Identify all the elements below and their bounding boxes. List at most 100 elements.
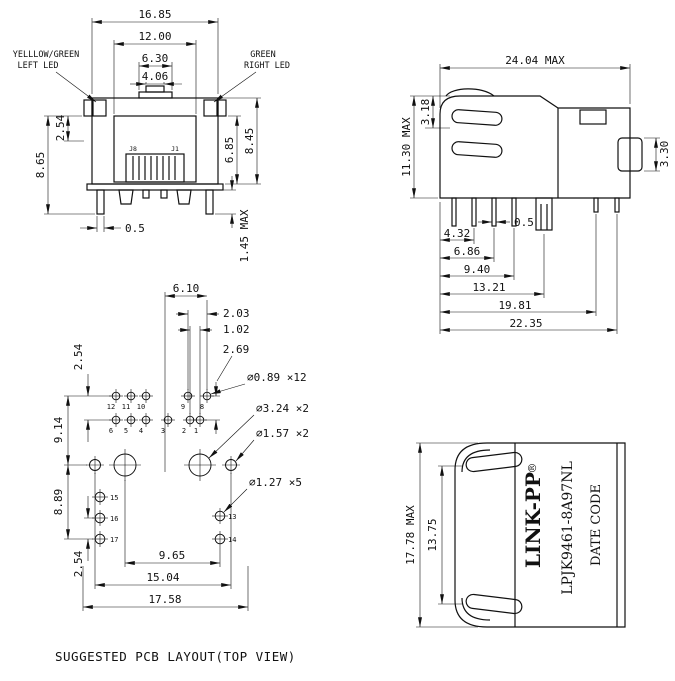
dim-text-row-gap: 2.69 <box>223 343 250 356</box>
dim-text-side-height: 11.30 MAX <box>400 117 413 177</box>
dim-text-shield-to-led: 8.89 <box>52 489 65 516</box>
pin-label: 1 <box>194 427 198 435</box>
dim-6-10: 6.10 <box>164 282 208 390</box>
shell-finger-1 <box>451 109 503 126</box>
dim-13-75: 13.75 <box>426 465 462 605</box>
right-post <box>176 189 192 205</box>
pin-number-labels-row1: 12 11 10 9 8 <box>107 403 204 411</box>
dim-text-pin-a: 4.32 <box>444 227 471 240</box>
hole-callouts: ∅0.89 ×12 ∅3.24 ×2 ∅1.57 ×2 ∅1.27 ×5 <box>208 371 309 513</box>
dim-text-leg-length: 1.45 MAX <box>238 209 251 262</box>
dim-text-stagger-a: 2.03 <box>223 307 250 320</box>
rear-view: LINK-PP ® LPJK9461-8A97NL DATE CODE 17.7… <box>404 442 626 628</box>
pin-label: 13 <box>228 513 236 521</box>
registered-mark: ® <box>526 463 539 474</box>
pin-label: 8 <box>200 403 204 411</box>
board-lock-post <box>535 197 553 231</box>
latch-outer <box>138 91 173 99</box>
dim-text-center-to-pin: 6.10 <box>173 282 200 295</box>
dim-8-45: 8.45 <box>220 97 261 185</box>
dim-2-69: 2.69 <box>205 343 249 434</box>
side-view: 24.04 MAX 11.30 MAX 3.18 3.30 0.5 4.32 <box>400 54 671 334</box>
pin-j1-label: J1 <box>171 145 179 153</box>
pcb-left-dims: 2.54 9.14 8.89 2.54 <box>52 343 111 577</box>
dim-text-rear-height: 17.78 MAX <box>404 505 417 565</box>
dim-text-latch-outer: 6.30 <box>142 52 169 65</box>
dim-1-02: 1.02 <box>178 323 250 414</box>
dim-text-led-offset: 2.54 <box>54 114 67 141</box>
dim-text-led-pitch: 2.54 <box>72 550 85 577</box>
dim-text-rear-inner-height: 13.75 <box>426 518 439 551</box>
contact-pins <box>132 156 176 180</box>
rear-view-body: LINK-PP ® LPJK9461-8A97NL DATE CODE <box>454 442 626 628</box>
right-led-label-line2: RIGHT LED <box>244 61 290 71</box>
pin-j8-label: J8 <box>129 145 137 153</box>
dim-text-pin-b: 6.86 <box>454 245 481 258</box>
pin-label: 15 <box>110 494 118 502</box>
dim-16-85: 16.85 <box>91 8 219 94</box>
date-code-text: DATE CODE <box>589 484 604 566</box>
side-latch <box>617 137 643 172</box>
led-holes: 15 16 17 13 14 <box>91 488 236 548</box>
mount-holes <box>85 448 241 482</box>
pin-number-labels-row2: 6 5 4 3 2 1 <box>109 427 198 435</box>
dim-text-pin-d: 13.21 <box>472 281 505 294</box>
led-labels: YELLLOW/GREEN LEFT LED GREEN RIGHT LED <box>13 50 290 103</box>
callout-shield-holes: ∅3.24 ×2 <box>256 402 309 415</box>
side-bottom-dims: 4.32 6.86 9.40 13.21 19.81 22.35 <box>439 202 618 334</box>
pin-label: 4 <box>139 427 143 435</box>
dim-6-30: 6.30 <box>138 52 173 90</box>
shell-finger-top <box>465 451 523 473</box>
left-led-window <box>92 99 107 117</box>
right-led-window <box>203 99 218 117</box>
pcb-layout-caption: SUGGESTED PCB LAYOUT(TOP VIEW) <box>55 649 296 664</box>
dim-4-06: 4.06 <box>130 70 182 86</box>
pin-label: 17 <box>110 536 118 544</box>
pin-label: 11 <box>122 403 130 411</box>
dim-11-30: 11.30 MAX <box>400 95 450 199</box>
dim-3-18: 3.18 <box>419 95 450 129</box>
dim-1-45-max: 1.45 MAX <box>215 176 251 262</box>
dim-text-pin-e: 19.81 <box>498 299 531 312</box>
callout-led-holes: ∅1.27 ×5 <box>249 476 302 489</box>
pin-label: 2 <box>182 427 186 435</box>
dim-text-latch-height: 3.30 <box>658 141 671 168</box>
right-led-label-line1: GREEN <box>250 50 276 60</box>
pin-label: 9 <box>181 403 185 411</box>
pcb-bottom-dims: 9.65 15.04 17.58 <box>82 473 249 611</box>
left-led-label-line1: YELLLOW/GREEN <box>13 50 80 60</box>
dim-12-00: 12.00 <box>113 30 197 114</box>
front-view-body: J8 J1 <box>83 85 227 215</box>
dim-0-5-front: 0.5 <box>80 216 145 235</box>
pin-label: 14 <box>228 536 236 544</box>
latch-inner <box>145 85 165 93</box>
dim-2-03: 2.03 <box>176 307 250 390</box>
dim-2-54-led: 2.54 <box>54 114 84 142</box>
left-leg <box>96 189 105 215</box>
pin-label: 6 <box>109 427 113 435</box>
dim-text-pin-to-shield: 9.14 <box>52 416 65 443</box>
pin-label: 5 <box>124 427 128 435</box>
dim-17-78: 17.78 MAX <box>404 442 478 628</box>
flange <box>86 183 224 191</box>
callout-signal-holes: ∅0.89 ×12 <box>247 371 307 384</box>
dim-text-latch-inner: 4.06 <box>142 70 169 83</box>
left-led-label-line2: LEFT LED <box>18 61 59 71</box>
part-number-text: LPJK9461-8A97NL <box>560 461 576 595</box>
dim-text-span-a: 9.65 <box>159 549 186 562</box>
dim-24-04: 24.04 MAX <box>439 54 631 108</box>
shell-finger-2 <box>451 141 503 158</box>
dim-3-30: 3.30 <box>644 137 671 172</box>
dim-text-shell-offset: 3.18 <box>419 99 432 126</box>
dim-8-65: 8.65 <box>34 115 95 215</box>
dim-text-front-height: 8.65 <box>34 152 47 179</box>
pin-label: 3 <box>161 427 165 435</box>
dim-text-stagger-b: 1.02 <box>223 323 250 336</box>
right-leg <box>205 189 214 215</box>
dim-text-row-pitch: 2.54 <box>72 343 85 370</box>
dim-text-body-width: 12.00 <box>138 30 171 43</box>
dim-text-depth: 24.04 MAX <box>505 54 565 67</box>
side-view-body <box>439 88 643 231</box>
